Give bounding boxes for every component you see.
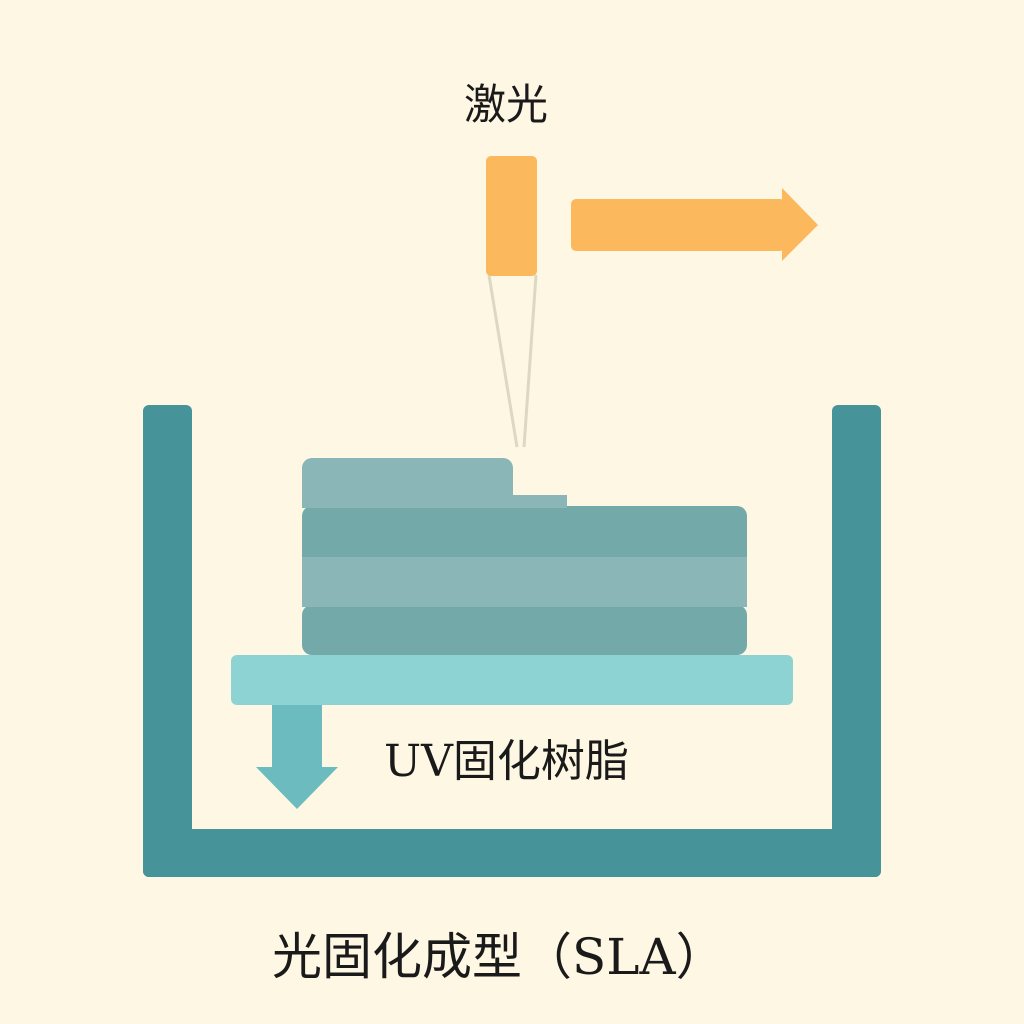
diagram-title: 光固化成型（SLA） — [272, 928, 726, 986]
part-layer-1 — [302, 605, 747, 655]
resin-label: UV固化树脂 — [384, 736, 629, 787]
tank-right-wall — [832, 405, 881, 877]
laser-label: 激光 — [464, 80, 549, 129]
arrow-right-icon — [571, 188, 818, 261]
curing-spot — [513, 495, 567, 508]
laser-beam — [487, 274, 538, 448]
printed-part — [302, 458, 747, 655]
build-platform — [231, 655, 793, 705]
tank-left-wall — [143, 405, 192, 877]
laser-head — [486, 156, 537, 276]
part-layer-2 — [302, 556, 747, 607]
tank-bottom — [143, 829, 881, 877]
resin-tank — [143, 405, 881, 877]
arrow-down-icon — [256, 703, 338, 809]
